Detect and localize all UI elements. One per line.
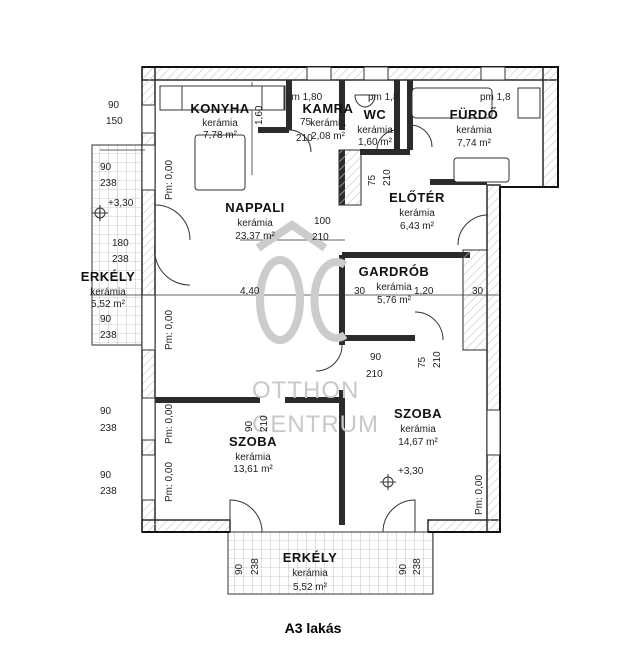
room-material-szoba-south: kerámia [235,452,271,463]
room-material-eloter: kerámia [399,208,435,219]
room-area-wc: 1,60 m² [358,137,393,148]
room-area-szoba-east: 14,67 m² [398,437,438,448]
dim-label: 210 [432,351,443,368]
watermark-line2: CENTRUM [252,411,379,438]
room-name-szoba-east: SZOBA [394,406,442,421]
dim-label: 238 [250,558,261,575]
dim-label: 90 [100,470,112,481]
dim-label: 90 [100,314,112,325]
dim-label: 210 [296,133,313,144]
dim-label: 210 [366,369,383,380]
dim-label: 238 [412,558,423,575]
room-name-furdo: FÜRDŐ [450,107,499,122]
dim-label: Pm: 0,00 [474,475,485,515]
room-area-kamra: 2,08 m² [311,131,346,142]
dim-label: pm 1,8 [480,92,511,103]
room-name-erkely-south: ERKÉLY [283,550,338,565]
room-name-nappali: NAPPALI [225,200,285,215]
dim-label: 90 [398,563,409,575]
dim-label: 90 [108,100,120,111]
room-material-nappali: kerámia [237,218,273,229]
dim-label: pm 1,8 [368,92,399,103]
room-material-konyha: kerámia [202,118,238,129]
dim-label: 238 [100,486,117,497]
room-area-furdo: 7,74 m² [457,138,492,149]
dim-label: Pm: 0,00 [164,160,175,200]
dim-label: 90 [100,162,112,173]
dim-label: +3,30 [398,466,424,477]
room-material-kamra: kerámia [310,118,346,129]
watermark [255,220,348,344]
interior-wall-hatches [338,149,488,351]
room-name-wc: WC [364,107,387,122]
watermark-line1: OTTHON [252,377,359,404]
dim-label: Pm: 0,00 [164,310,175,350]
dim-label: 90 [100,406,112,417]
dim-label: 4,40 [240,286,260,297]
dim-label: 210 [312,232,329,243]
dim-label: 90 [234,563,245,575]
windows [141,66,506,501]
dim-label: pm 1,80 [286,92,323,103]
room-area-eloter: 6,43 m² [400,221,435,232]
dim-label: 75 [367,174,378,186]
kitchen-fixtures [159,85,286,191]
room-material-erkely-south: kerámia [292,568,328,579]
dim-label: 210 [382,169,393,186]
room-name-eloter: ELŐTÉR [389,190,445,205]
balcony-south-floor [227,531,434,595]
room-area-szoba-south: 13,61 m² [233,464,273,475]
dim-label: 1,20 [414,286,434,297]
dim-label: 75 [300,117,312,128]
dim-label: 75 [417,356,428,368]
door-swings [154,124,489,533]
room-name-szoba-south: SZOBA [229,434,277,449]
dim-label: 238 [100,178,117,189]
room-area-nappali: 23,37 m² [235,231,275,242]
dim-label: 180 [112,238,129,249]
dim-label: 238 [100,330,117,341]
dim-label: 210 [259,415,270,432]
plan-caption: A3 lakás [284,620,342,636]
dim-label: +3,30 [108,198,134,209]
room-name-erkely-west: ERKÉLY [81,269,136,284]
bathroom-fixtures [354,87,541,183]
dim-label: 90 [370,352,382,363]
room-area-gardrob: 5,76 m² [377,295,412,306]
room-name-konyha: KONYHA [190,101,249,116]
dim-label: 238 [112,254,129,265]
room-material-wc: kerámia [357,125,393,136]
dim-label: 1,60 [254,105,265,125]
room-area-erkely-south: 5,52 m² [293,582,328,593]
dim-label: 238 [100,423,117,434]
room-name-kamra: KAMRA [303,101,354,116]
elevation-marker [92,205,396,490]
room-area-erkely-west: 5,52 m² [91,299,126,310]
dim-label: 30 [472,286,484,297]
room-name-gardrob: GARDRÓB [359,264,430,279]
room-area-konyha: 7,78 m² [203,130,238,141]
room-material-szoba-east: kerámia [400,424,436,435]
room-material-erkely-west: kerámia [90,287,126,298]
dim-label: 90 [244,420,255,432]
dim-label: Pm: 0,00 [164,404,175,444]
dim-label: Pm: 0,00 [164,462,175,502]
room-material-furdo: kerámia [456,125,492,136]
room-material-gardrob: kerámia [376,282,412,293]
dim-label: 100 [314,216,331,227]
dim-label: 30 [354,286,366,297]
dim-label: 150 [106,116,123,127]
balcony-west-floor [91,144,143,346]
